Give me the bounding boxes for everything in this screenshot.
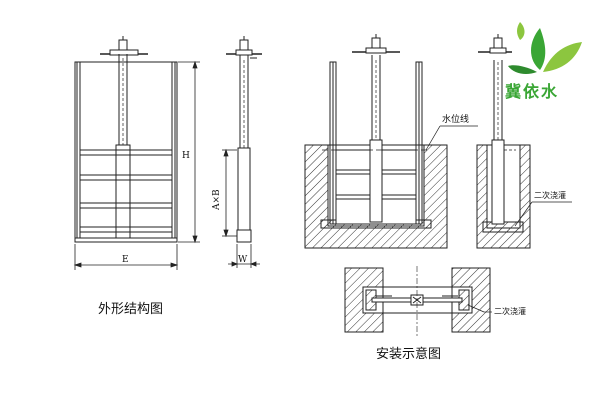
install-side-view [476, 34, 572, 249]
dimension-e [73, 244, 179, 270]
logo-text: 冀依水 [505, 82, 560, 101]
gate-panel-front [79, 149, 173, 233]
stem-front [115, 54, 131, 239]
handwheel-side [226, 36, 262, 59]
stem-side [237, 55, 251, 238]
dimension-w [228, 244, 260, 268]
caption-installation: 安装示意图 [376, 347, 442, 362]
install-front-view [304, 34, 478, 249]
front-view [73, 36, 200, 270]
dim-h-label: H [182, 151, 190, 161]
dimension-axb [222, 148, 237, 238]
dim-axb-label: A×B [212, 189, 222, 211]
grout-plan-label: 二次浇灌 [494, 306, 526, 316]
dim-w-label: W [238, 255, 248, 265]
install-plan-view [344, 266, 492, 336]
dimension-h [178, 60, 200, 244]
leaf-logo-icon [508, 22, 582, 74]
water-level-label: 水位线 [442, 113, 469, 125]
handwheel-front [100, 36, 148, 56]
caption-exterior: 外形结构图 [98, 302, 164, 317]
grout-side-label: 二次浇灌 [534, 190, 566, 200]
dim-e-label: E [122, 255, 129, 265]
side-view [222, 36, 262, 268]
